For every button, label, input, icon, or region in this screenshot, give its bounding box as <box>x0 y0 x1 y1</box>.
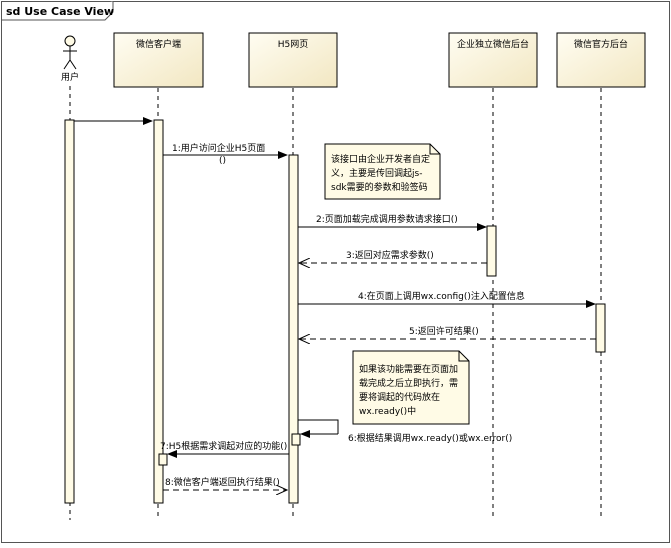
participant-box <box>556 32 646 88</box>
note-fold <box>429 144 440 155</box>
note-line: sdk需要的参数和验签码 <box>331 181 428 193</box>
note-2: 如果该功能需要在页面加 载完成之后立即执行，需 要将调起的代码放在 wx.rea… <box>352 350 470 425</box>
participant-label: H5网页 <box>278 39 309 50</box>
participant-label: 微信官方后台 <box>574 38 628 50</box>
participant-enterprise-backend[interactable]: 企业独立微信后台 <box>448 32 538 88</box>
frame-title: sd Use Case View <box>6 5 114 18</box>
note-box <box>324 143 441 200</box>
activation-wechat-official-backend <box>595 303 606 353</box>
frame-title-tab <box>1 1 114 21</box>
message-label: 3:返回对应需求参数() <box>346 249 434 261</box>
activation-user <box>64 119 75 504</box>
actor-head-icon <box>64 35 76 47</box>
message-label: 8:微信客户端返回执行结果() <box>165 476 280 488</box>
message-label: 4:在页面上调用wx.config()注入配置信息 <box>358 290 525 302</box>
message-label: 7:H5根据需求调起对应的功能() <box>160 440 287 452</box>
note-fold <box>458 351 469 362</box>
message-7: 7:H5根据需求调起对应的功能() <box>160 440 289 458</box>
participant-label: 企业独立微信后台 <box>457 38 529 50</box>
activation-wechat-client-self <box>158 453 168 466</box>
participant-box <box>113 32 204 88</box>
message-3: 3:返回对应需求参数() <box>299 249 487 263</box>
note-line: 如果该功能需要在页面加 <box>359 363 458 375</box>
activation-enterprise-backend <box>486 225 497 277</box>
message-label: 2:页面加载完成调用参数请求接口() <box>316 213 458 225</box>
message-label: 6:根据结果调用wx.ready()或wx.error() <box>348 432 512 444</box>
message-label: 1:用户访问企业H5页面 <box>172 142 265 154</box>
actor-label: 用户 <box>61 71 79 83</box>
note-line: 要将调起的代码放在 <box>359 391 440 403</box>
activation-bars <box>64 119 606 504</box>
note-line: wx.ready()中 <box>359 405 416 417</box>
note-1: 该接口由企业开发者自定 义，主要是传回调起js- sdk需要的参数和验签码 <box>324 143 441 200</box>
note-line: 该接口由企业开发者自定 <box>331 153 430 165</box>
participant-box <box>248 32 338 88</box>
actor-user[interactable]: 用户 <box>61 35 79 83</box>
participant-label: 微信客户端 <box>136 38 181 50</box>
activation-wechat-client <box>153 119 164 504</box>
note-line: 义，主要是传回调起js- <box>331 167 422 179</box>
note-line: 载完成之后立即执行，需 <box>359 377 458 389</box>
message-8: 8:微信客户端返回执行结果() <box>163 476 287 490</box>
message-self-loop <box>298 419 339 434</box>
participant-wechat-client[interactable]: 微信客户端 <box>113 32 204 88</box>
message-2: 2:页面加载完成调用参数请求接口() <box>298 213 487 231</box>
message-6: 6:根据结果调用wx.ready()或wx.error() <box>298 419 512 444</box>
message-4: 4:在页面上调用wx.config()注入配置信息 <box>298 290 596 308</box>
participant-box <box>448 32 538 88</box>
message-1: 1:用户访问企业H5页面 () <box>163 142 288 166</box>
participant-h5-page[interactable]: H5网页 <box>248 32 338 88</box>
participant-wechat-official-backend[interactable]: 微信官方后台 <box>556 32 646 88</box>
message-5: 5:返回许可结果() <box>299 325 596 339</box>
note-box <box>352 350 470 425</box>
activation-h5-page <box>288 154 299 504</box>
message-label-continuation: () <box>219 156 226 166</box>
activation-h5-self <box>291 433 301 446</box>
message-label: 5:返回许可结果() <box>409 325 479 337</box>
